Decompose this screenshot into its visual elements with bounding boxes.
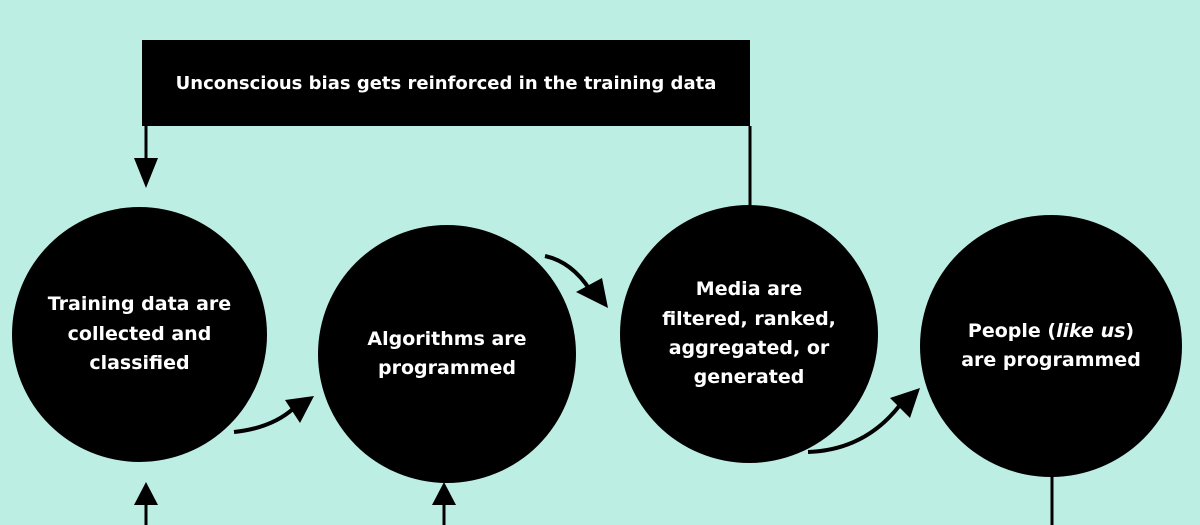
node-text-line: programmed: [378, 357, 516, 379]
node-text-line: are programmed: [961, 349, 1141, 371]
node-people-post: ): [1125, 319, 1135, 342]
input-arrowhead-algorithms: [432, 482, 456, 505]
node-text-line: Algorithms are: [367, 327, 527, 350]
arrowhead-algorithms-to-media: [576, 278, 608, 308]
feedback-label: Unconscious bias gets reinforced in the …: [175, 72, 717, 94]
node-text-line: Media are: [695, 278, 803, 301]
node-text-line: People (like us): [961, 317, 1141, 346]
node-people-pre: People (: [967, 319, 1057, 342]
node-text-line: aggregated, or: [668, 337, 830, 359]
node-media: Media are filtered, ranked, aggregated, …: [620, 205, 878, 463]
feedback-arrowhead: [134, 158, 158, 188]
node-training-data: Training data are collected and classifi…: [12, 207, 267, 462]
arrow-media-to-people: [807, 403, 902, 454]
arrow-training-to-algorithms: [233, 406, 296, 434]
node-text-line: filtered, ranked,: [662, 307, 836, 330]
arrow-algorithms-to-media: [544, 254, 592, 292]
node-training-data-text: Training data are collected and classifi…: [48, 290, 231, 378]
node-algorithms: Algorithms are programmed: [318, 225, 576, 483]
arrowhead-training-to-algorithms: [285, 396, 314, 423]
node-text-line: classified: [89, 352, 190, 375]
node-text-line: Training data are: [47, 293, 232, 316]
arrowhead-media-to-people: [890, 388, 920, 418]
node-text-line: collected and: [67, 322, 212, 345]
feedback-banner: Unconscious bias gets reinforced in the …: [142, 40, 750, 126]
input-arrowhead-training: [134, 482, 158, 505]
node-people-text: People (like us) are programmed: [961, 317, 1141, 376]
node-media-text: Media are filtered, ranked, aggregated, …: [662, 275, 836, 393]
node-algorithms-text: Algorithms are programmed: [367, 325, 526, 384]
node-people-emphasis: like us: [1056, 319, 1126, 342]
node-text-line: generated: [693, 366, 805, 389]
node-people: People (like us) are programmed: [920, 215, 1182, 477]
